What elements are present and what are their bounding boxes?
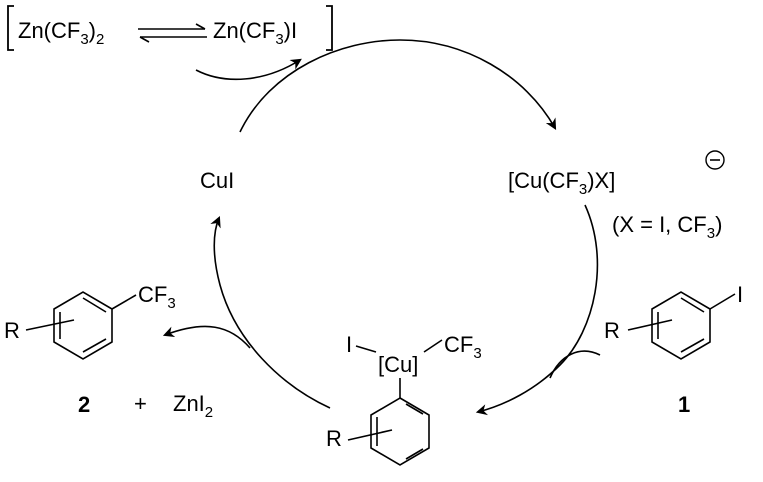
equilibrium-reverse-barb (139, 36, 150, 43)
left-bracket (7, 5, 14, 51)
oxidative-addition-arrow (475, 204, 599, 416)
compound-1-label: 1 (678, 392, 690, 417)
intermediate-cu-label: [Cu] (378, 352, 418, 377)
intermediate-benzene-ring (370, 397, 430, 466)
copper-intermediate: I [Cu] CF3 R (326, 332, 482, 466)
cuprate-species: [Cu(CF3)X] (X = I, CF3) (508, 150, 725, 242)
x-definition-label: (X = I, CF3) (612, 212, 722, 242)
intermediate-iodine-label: I (346, 332, 352, 357)
reductive-elimination-arrow (210, 215, 331, 409)
substrate-r-label: R (604, 318, 620, 343)
cuprate-label: [Cu(CF3)X] (508, 168, 615, 198)
negative-charge-icon (705, 150, 725, 170)
transmetalation-arrow (239, 39, 557, 133)
equilibrium-forward-barb (195, 23, 206, 30)
intermediate-cf3-label: CF3 (444, 332, 482, 362)
c-i-bond (709, 293, 736, 310)
zni2-label: ZnI2 (173, 391, 213, 421)
reagent-equilibrium: Zn(CF3)2 Zn(CF3)I (7, 5, 333, 51)
right-bracket (326, 5, 333, 51)
compound-2-label: 2 (78, 392, 90, 417)
zn-cf3-i-label: Zn(CF3)I (213, 18, 297, 48)
substrate-iodine-label: I (737, 282, 743, 307)
intermediate-r-label: R (326, 426, 342, 451)
cui-label: CuI (200, 168, 234, 193)
product-aryl-cf3: CF3 R 2 + ZnI2 (4, 282, 213, 421)
substrate-entry-arrow (549, 350, 601, 379)
product-r-label: R (4, 318, 20, 343)
substrate-r-bond (627, 319, 673, 331)
plus-sign: + (134, 391, 147, 416)
substrate-benzene-ring (651, 291, 711, 360)
substrate-aryl-iodide: I R 1 (604, 282, 743, 417)
reagent-entry-arrow (195, 58, 302, 81)
product-exit-arrow (162, 325, 251, 349)
product-cf3-label: CF3 (138, 282, 176, 312)
zn-cf3-2-label: Zn(CF3)2 (18, 18, 104, 48)
product-benzene-ring (53, 291, 113, 360)
